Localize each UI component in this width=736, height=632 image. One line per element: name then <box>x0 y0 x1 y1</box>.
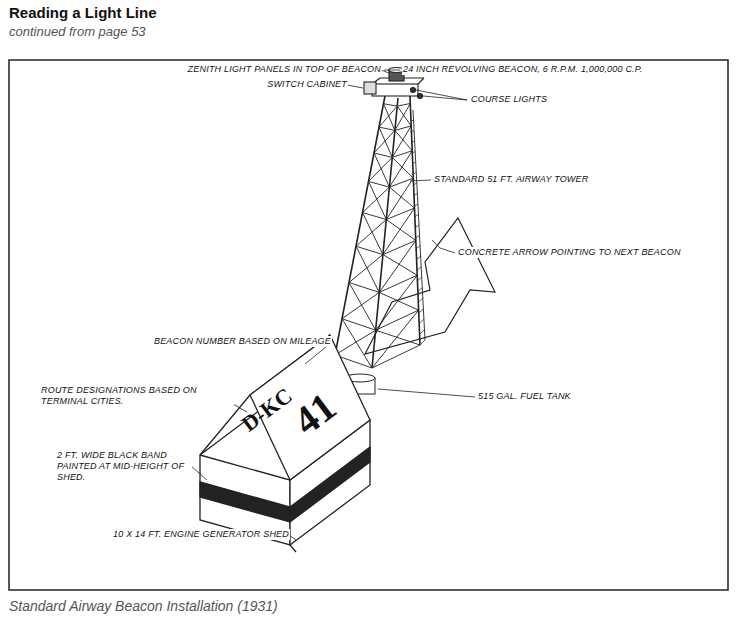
callout-label: 515 GAL. FUEL TANK <box>477 391 599 402</box>
callout-label: CONCRETE ARROW POINTING TO NEXT BEACON <box>457 247 724 258</box>
callout-label: SWITCH CABINET <box>246 79 348 90</box>
callout-label: ROUTE DESIGNATIONS BASED ON TERMINAL CIT… <box>40 385 234 407</box>
callout-label: STANDARD 51 FT. AIRWAY TOWER <box>433 174 635 185</box>
callout-label: 10 X 14 FT. ENGINE GENERATOR SHED <box>56 529 290 540</box>
leader-lines <box>191 70 475 540</box>
frame <box>9 60 728 590</box>
callout-label: ZENITH LIGHT PANELS IN TOP OF BEACON <box>140 64 382 75</box>
callout-label: 24 INCH REVOLVING BEACON, 6 R.P.M. 1,000… <box>402 64 724 75</box>
figure-caption: Standard Airway Beacon Installation (193… <box>9 598 278 614</box>
callout-label: 2 FT. WIDE BLACK BAND PAINTED AT MID-HEI… <box>56 450 192 483</box>
subtitle: continued from page 53 <box>9 24 146 39</box>
generator-shed <box>200 335 370 552</box>
callout-label: BEACON NUMBER BASED ON MILEAGE <box>100 336 332 347</box>
callout-label: COURSE LIGHTS <box>470 94 582 105</box>
airway-tower <box>335 96 425 368</box>
page-title: Reading a Light Line <box>9 4 157 21</box>
